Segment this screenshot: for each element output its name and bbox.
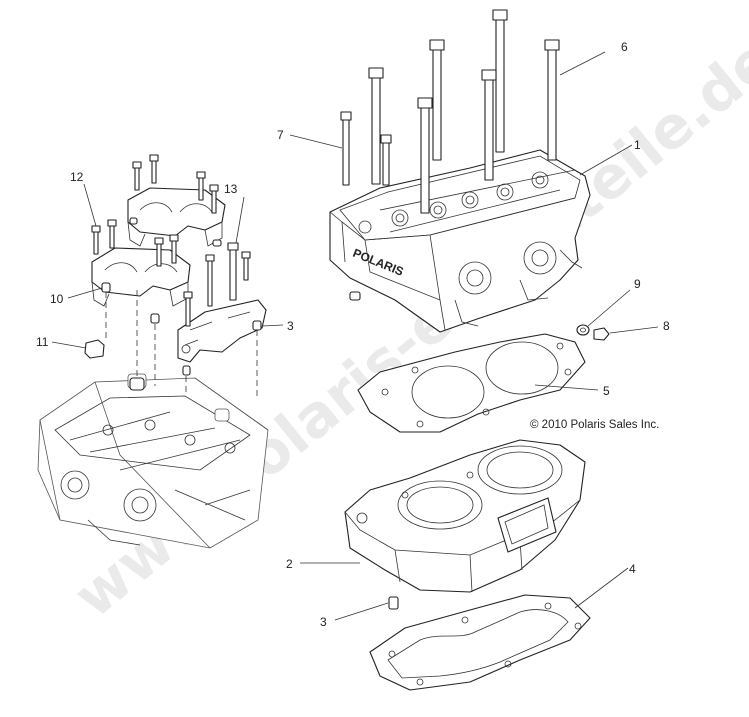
camshaft-carrier [177,299,267,363]
callout-11: 11 [36,335,49,349]
callout-13: 13 [224,182,238,196]
dowel-lower [388,596,399,610]
callout-2: 2 [286,557,293,571]
callout-4: 4 [629,562,636,576]
callout-1: 1 [634,138,641,152]
callout-8: 8 [663,319,670,333]
callout-12: 12 [70,170,84,184]
callout-9: 9 [634,277,641,291]
head-bolts [340,9,560,214]
callout-6: 6 [621,40,628,54]
dowels-left [84,282,262,391]
callout-7: 7 [277,128,284,142]
cam-cap-bolts [91,154,251,327]
camshaft-cap-lower [91,247,191,307]
cylinder [344,439,586,593]
callout-5: 5 [603,384,610,398]
base-gasket [369,594,591,691]
callout-10: 10 [50,292,64,306]
callout-3-lower: 3 [320,615,327,629]
leader-lines [51,51,659,621]
cylinder-head: POLARIS [329,149,591,333]
callouts: 1 2 3 3 4 5 6 7 8 9 10 11 12 13 [36,40,670,629]
washer-and-bolt [576,324,610,341]
callout-3-upper: 3 [287,319,294,333]
ghost-cylinder-head [37,373,269,549]
head-gasket [357,333,586,433]
alignment-lines [105,290,258,400]
copyright-text: © 2010 Polaris Sales Inc. [530,419,659,431]
